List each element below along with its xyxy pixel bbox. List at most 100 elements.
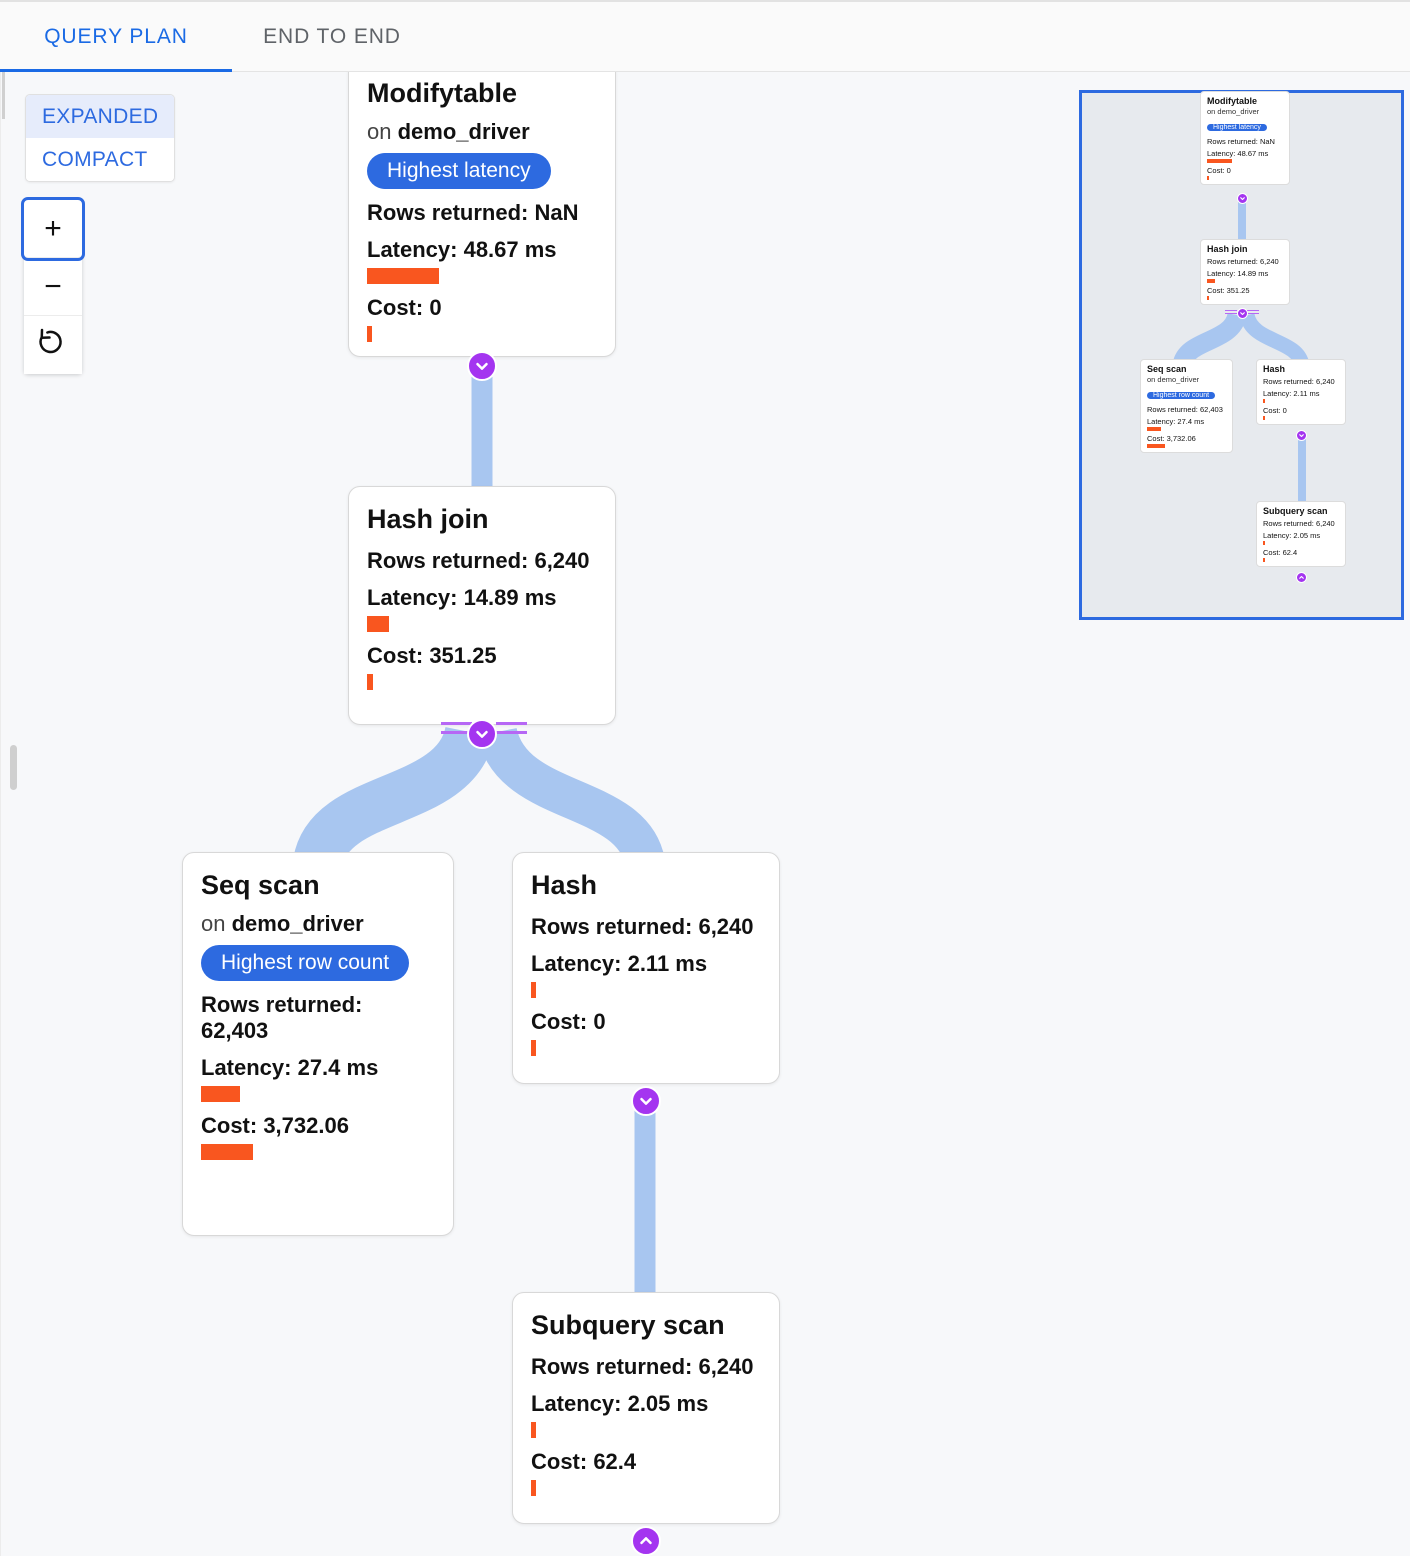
- status-badge: Highest row count: [201, 944, 410, 982]
- minimap-rows: Rows returned: NaN: [1207, 137, 1275, 146]
- minimap-status-badge: Highest latency: [1207, 124, 1267, 131]
- tab-bar: QUERY PLAN END TO END: [0, 0, 1410, 73]
- latency-bar: [367, 615, 389, 632]
- query-plan-canvas[interactable]: EXPANDED COMPACT + − Modifytable on demo…: [0, 72, 1410, 1556]
- latency-value: Latency: 14.89 ms: [367, 584, 557, 610]
- minimap-edge-layer: [1172, 198, 1310, 505]
- minimap-latency-bar: [1147, 427, 1161, 431]
- minimap-cost-bar: [1263, 416, 1265, 420]
- minimap-node-hash[interactable]: Hash Rows returned: 6,240 Latency: 2.11 …: [1256, 359, 1346, 425]
- chevron-up-icon: [640, 1537, 652, 1545]
- chevron-up-icon: [1299, 575, 1304, 579]
- latency-value: Latency: 2.11 ms: [531, 950, 708, 976]
- minimap-node-hash-join[interactable]: Hash join Rows returned: 6,240 Latency: …: [1200, 239, 1290, 305]
- minimap-latency: Latency: 27.4 ms: [1147, 417, 1205, 426]
- join-marker-left: [441, 722, 472, 740]
- chevron-down-icon: [640, 1097, 652, 1105]
- zoom-controls[interactable]: + −: [21, 197, 85, 374]
- minimap-cost-bar: [1207, 176, 1209, 180]
- minimap-status-badge: Highest row count: [1147, 392, 1216, 399]
- minimap-toggle-hash[interactable]: [1296, 430, 1307, 441]
- zoom-in-button[interactable]: +: [21, 197, 85, 261]
- minimap-node-title: Modifytable: [1207, 96, 1258, 106]
- chevron-down-icon: [1240, 197, 1245, 201]
- plan-node-hash[interactable]: Hash Rows returned: 6,240 Latency: 2.11 …: [512, 852, 780, 1084]
- tab-end-to-end-label: END TO END: [263, 24, 401, 48]
- plan-node-modifytable[interactable]: Modifytable on demo_driver Highest laten…: [348, 72, 616, 357]
- minimap-cost: Cost: 0: [1263, 406, 1287, 415]
- latency-bar: [531, 981, 536, 998]
- minimap-node-title: Subquery scan: [1263, 506, 1328, 516]
- minimap-cost: Cost: 3,732.06: [1147, 434, 1196, 443]
- rows-returned-value: Rows returned: 62,403: [201, 992, 363, 1044]
- minimap-toggle-hash-join[interactable]: [1237, 308, 1248, 319]
- node-title: Subquery scan: [531, 1310, 725, 1340]
- chevron-down-icon: [476, 362, 488, 370]
- minimap-latency: Latency: 2.05 ms: [1263, 531, 1321, 540]
- vertical-scrollbar-thumb[interactable]: [10, 745, 17, 790]
- minimap-toggle-subquery-scan[interactable]: [1296, 572, 1307, 583]
- status-badge: Highest latency: [367, 152, 551, 190]
- minimap-cost-bar: [1147, 444, 1165, 448]
- zoom-out-button[interactable]: −: [24, 258, 82, 316]
- plan-node-subquery-scan[interactable]: Subquery scan Rows returned: 6,240 Laten…: [512, 1292, 780, 1524]
- minimap-toggle-modifytable[interactable]: [1237, 193, 1248, 204]
- cost-bar: [201, 1144, 253, 1161]
- scrollbar-top-indicator[interactable]: [2, 72, 5, 119]
- rows-returned-value: Rows returned: 6,240: [531, 913, 754, 939]
- chevron-down-icon: [476, 730, 488, 738]
- minimap-latency-bar: [1263, 399, 1265, 403]
- tab-end-to-end[interactable]: END TO END: [232, 1, 432, 73]
- on-prefix: on: [367, 118, 392, 144]
- node-relation: on demo_driver: [201, 911, 435, 937]
- latency-value: Latency: 48.67 ms: [367, 237, 557, 263]
- collapse-toggle-hash-join[interactable]: [467, 719, 497, 749]
- on-prefix: on: [201, 910, 226, 936]
- minimap-join-marker-right: [1247, 310, 1259, 316]
- collapse-toggle-modifytable[interactable]: [467, 351, 497, 381]
- mode-compact-button[interactable]: COMPACT: [26, 138, 174, 181]
- tab-query-plan[interactable]: QUERY PLAN: [0, 1, 232, 73]
- minimap-node-seq-scan[interactable]: Seq scan on demo_driver Highest row coun…: [1140, 359, 1233, 453]
- minimap-node-title: Hash: [1263, 364, 1286, 374]
- plan-node-hash-join[interactable]: Hash join Rows returned: 6,240 Latency: …: [348, 486, 616, 725]
- minimap-latency-bar: [1263, 541, 1265, 545]
- minimap-latency: Latency: 14.89 ms: [1207, 269, 1269, 278]
- cost-bar: [367, 326, 372, 343]
- rows-returned-value: Rows returned: 6,240: [367, 547, 590, 573]
- minimap-latency-bar: [1207, 159, 1232, 163]
- rows-returned-value: Rows returned: NaN: [367, 200, 579, 226]
- latency-bar: [367, 268, 439, 285]
- minimap-latency: Latency: 2.11 ms: [1263, 389, 1320, 398]
- cost-bar: [367, 673, 373, 690]
- minimap-node-title: Hash join: [1207, 244, 1248, 254]
- zoom-reset-button[interactable]: [24, 316, 82, 374]
- minimap-cost: Cost: 0: [1207, 166, 1231, 175]
- minimap[interactable]: Modifytable on demo_driver Highest laten…: [1079, 90, 1404, 620]
- collapse-toggle-hash[interactable]: [631, 1086, 661, 1116]
- node-title: Seq scan: [201, 870, 320, 900]
- minimap-node-relation: on demo_driver: [1147, 375, 1200, 384]
- mode-expanded-button[interactable]: EXPANDED: [26, 95, 174, 138]
- display-mode-toggle[interactable]: EXPANDED COMPACT: [25, 94, 175, 182]
- minimap-node-modifytable[interactable]: Modifytable on demo_driver Highest laten…: [1200, 91, 1290, 185]
- latency-value: Latency: 27.4 ms: [201, 1055, 379, 1081]
- latency-bar: [201, 1086, 240, 1103]
- node-relation: on demo_driver: [367, 119, 597, 145]
- minimap-rows: Rows returned: 6,240: [1263, 377, 1335, 386]
- minimap-cost-bar: [1207, 296, 1209, 300]
- panel-divider: [0, 72, 1, 1556]
- minimap-rows: Rows returned: 6,240: [1263, 519, 1335, 528]
- minimap-latency: Latency: 48.67 ms: [1207, 149, 1269, 158]
- minimap-node-relation: on demo_driver: [1207, 107, 1260, 116]
- latency-bar: [531, 1421, 536, 1438]
- plan-node-seq-scan[interactable]: Seq scan on demo_driver Highest row coun…: [182, 852, 454, 1236]
- node-title: Modifytable: [367, 78, 518, 108]
- minimap-node-subquery-scan[interactable]: Subquery scan Rows returned: 6,240 Laten…: [1256, 501, 1346, 567]
- minimap-rows: Rows returned: 6,240: [1207, 257, 1279, 266]
- collapse-toggle-subquery-scan[interactable]: [631, 1526, 661, 1556]
- cost-value: Cost: 0: [531, 1008, 606, 1034]
- minimap-rows: Rows returned: 62,403: [1147, 405, 1223, 414]
- minimap-latency-bar: [1207, 279, 1215, 283]
- relation-name: demo_driver: [231, 910, 364, 936]
